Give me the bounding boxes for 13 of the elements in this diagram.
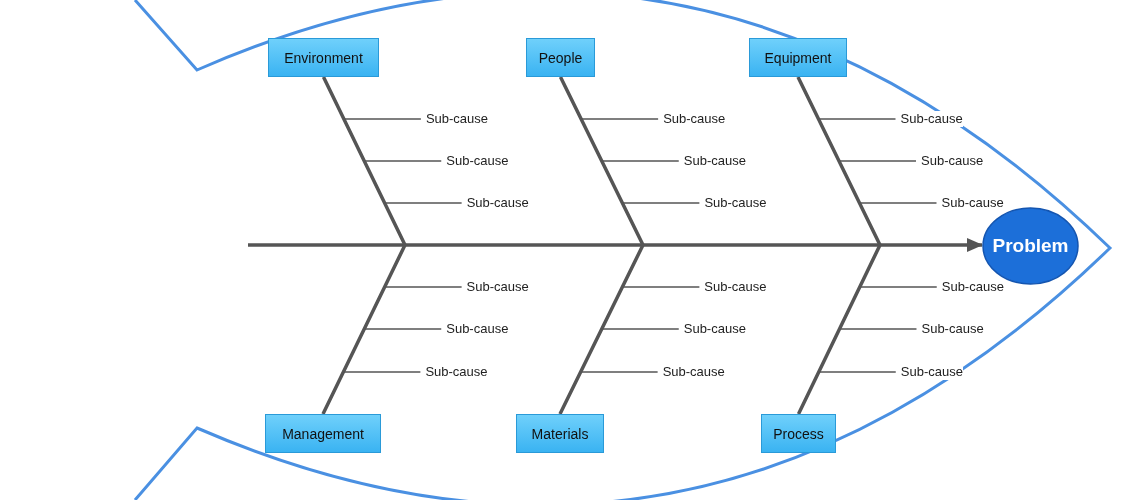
category-box: Management — [265, 414, 381, 453]
bone-line — [796, 76, 882, 415]
category-box: Equipment — [749, 38, 847, 77]
spine-arrow — [248, 238, 983, 252]
problem-ellipse: Problem — [982, 207, 1079, 285]
sub-cause-label: Sub-cause — [900, 364, 963, 380]
bone-line — [558, 76, 645, 415]
category-box: Environment — [268, 38, 379, 77]
category-box: Process — [761, 414, 836, 453]
bone-line — [321, 76, 407, 415]
category-box: People — [526, 38, 595, 77]
sub-cause-label: Sub-cause — [900, 111, 963, 127]
category-box: Materials — [516, 414, 604, 453]
